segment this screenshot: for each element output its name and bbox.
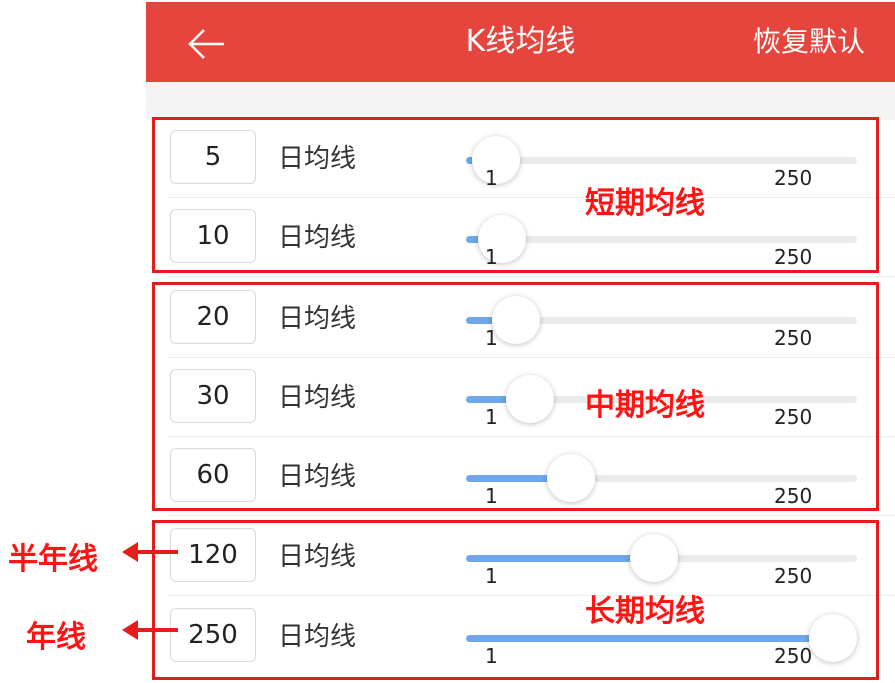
short-term-group-label: 短期均线	[585, 186, 705, 221]
period-input[interactable]: 250	[170, 608, 256, 662]
arrow-left-icon	[122, 620, 178, 640]
slider-fill	[466, 317, 517, 324]
short-term-group-box	[152, 117, 879, 273]
mid-term-group-label: 中期均线	[585, 388, 705, 423]
period-input[interactable]: 5	[170, 130, 256, 184]
ma-row: 5 日均线 1 250	[146, 120, 895, 198]
header-bar: K线均线 恢复默认	[146, 2, 895, 82]
row-divider	[168, 436, 895, 437]
slider-track[interactable]	[466, 534, 857, 582]
period-input[interactable]: 30	[170, 369, 256, 423]
slider-fill	[466, 555, 654, 562]
mid-term-group-box	[152, 282, 879, 511]
ma-row: 250 日均线 1 250	[146, 598, 895, 676]
slider-track[interactable]	[466, 136, 857, 184]
slider-max-label: 250	[774, 564, 813, 588]
row-divider	[168, 595, 895, 596]
row-label: 日均线	[278, 622, 357, 652]
row-label: 日均线	[278, 383, 357, 413]
settings-screen: K线均线 恢复默认 5 日均线 1 250 10 日均线 1 250 20 日均…	[146, 0, 895, 683]
long-term-group-box	[152, 520, 879, 680]
slider-thumb[interactable]	[492, 296, 541, 344]
slider-max-label: 250	[774, 326, 813, 350]
slider-thumb[interactable]	[547, 454, 596, 502]
slider-min-label: 1	[485, 484, 498, 508]
row-divider	[168, 197, 895, 198]
half-year-line-annotation: 半年线	[8, 542, 98, 577]
arrow-left-icon	[188, 29, 224, 59]
row-label: 日均线	[278, 144, 357, 174]
period-input[interactable]: 60	[170, 448, 256, 502]
year-line-annotation: 年线	[26, 620, 86, 655]
reset-default-button[interactable]: 恢复默认	[752, 25, 865, 58]
slider-thumb[interactable]	[629, 534, 678, 582]
slider-thumb[interactable]	[478, 215, 527, 263]
slider-max-label: 250	[774, 484, 813, 508]
slider-min-label: 1	[485, 405, 498, 429]
period-input[interactable]: 20	[170, 290, 256, 344]
row-divider	[168, 515, 895, 516]
row-label: 日均线	[278, 223, 357, 253]
slider-thumb[interactable]	[505, 375, 554, 423]
period-input[interactable]: 120	[170, 528, 256, 582]
arrow-left-icon	[122, 542, 178, 562]
slider-max-label: 250	[774, 245, 813, 269]
slider-thumb[interactable]	[809, 614, 857, 662]
slider-min-label: 1	[485, 644, 498, 668]
slider-track[interactable]	[466, 215, 857, 263]
slider-track[interactable]	[466, 454, 857, 502]
period-input[interactable]: 10	[170, 209, 256, 263]
slider-fill	[466, 635, 833, 642]
slider-track[interactable]	[466, 614, 857, 662]
slider-fill	[466, 475, 572, 482]
row-label: 日均线	[278, 304, 357, 334]
ma-row: 20 日均线 1 250	[146, 280, 895, 358]
back-button[interactable]	[184, 22, 228, 66]
slider-min-label: 1	[485, 245, 498, 269]
slider-thumb[interactable]	[471, 136, 520, 184]
row-divider	[168, 357, 895, 358]
slider-track[interactable]	[466, 296, 857, 344]
section-gap	[146, 82, 895, 120]
long-term-group-label: 长期均线	[585, 594, 705, 629]
ma-row: 60 日均线 1 250	[146, 438, 895, 516]
slider-fill	[466, 396, 530, 403]
slider-min-label: 1	[485, 564, 498, 588]
ma-row: 10 日均线 1 250	[146, 199, 895, 277]
slider-max-label: 250	[774, 644, 813, 668]
slider-max-label: 250	[774, 405, 813, 429]
row-label: 日均线	[278, 462, 357, 492]
slider-max-label: 250	[774, 166, 813, 190]
slider-min-label: 1	[485, 326, 498, 350]
slider-min-label: 1	[485, 166, 498, 190]
ma-row: 120 日均线 1 250	[146, 518, 895, 596]
row-divider	[168, 276, 895, 277]
ma-row: 30 日均线 1 250	[146, 359, 895, 437]
row-label: 日均线	[278, 542, 357, 572]
slider-track[interactable]	[466, 375, 857, 423]
